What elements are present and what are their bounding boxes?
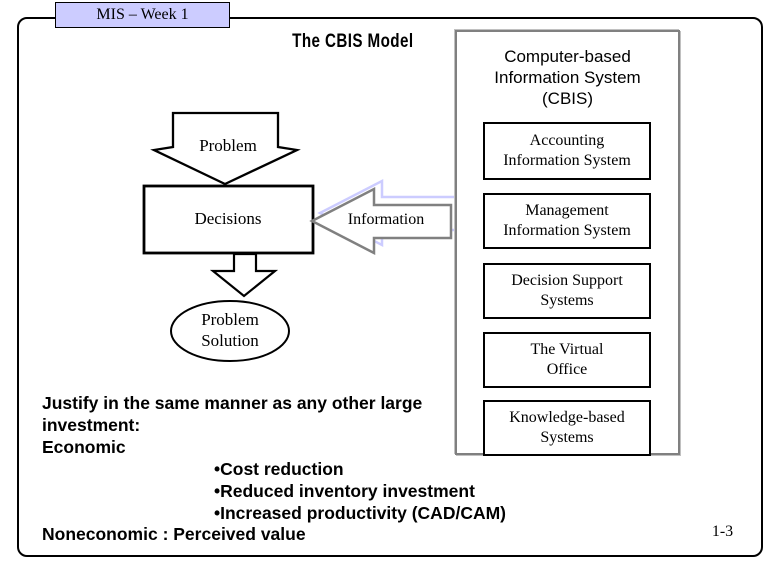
decisions-box-shape xyxy=(142,184,315,255)
page-title-text: The CBIS Model xyxy=(292,31,414,52)
system-box-accounting: Accounting Information System xyxy=(483,122,651,180)
note-bullet-line: •Increased productivity (CAD/CAM) xyxy=(214,502,506,523)
system-box-virtual-office: The Virtual Office xyxy=(483,332,651,388)
system-box-decision-support: Decision Support Systems xyxy=(483,263,651,319)
cbis-panel-heading: Computer-based Information System (CBIS) xyxy=(494,47,641,108)
information-arrow-shape xyxy=(309,186,453,256)
problem-label: Problem xyxy=(199,136,257,155)
problem-solution-label: Problem Solution xyxy=(201,310,259,350)
decisions-label: Decisions xyxy=(194,209,262,228)
cbis-panel: Computer-based Information System (CBIS)… xyxy=(455,30,680,456)
justification-notes: Justify in the same manner as any other … xyxy=(42,393,506,546)
problem-arrow-shape xyxy=(150,111,301,186)
slide-border xyxy=(17,17,763,557)
note-line: Justify in the same manner as any other … xyxy=(42,393,423,413)
note-line: Noneconomic : Perceived value xyxy=(42,524,306,545)
note-line: Economic xyxy=(42,436,126,457)
page-title: The CBIS Model xyxy=(253,31,453,53)
system-box-management: Management Information System xyxy=(483,193,651,249)
slide-header-label: MIS – Week 1 xyxy=(96,6,189,23)
note-line: investment: xyxy=(42,414,141,435)
system-box-knowledge-based: Knowledge-based Systems xyxy=(483,400,651,456)
note-bullet-line: •Reduced inventory investment xyxy=(214,480,475,501)
problem-solution-ellipse xyxy=(170,300,290,362)
note-bullet-line: •Cost reduction xyxy=(214,458,344,479)
information-label: Information xyxy=(347,211,425,228)
slide-header-tab: MIS – Week 1 xyxy=(55,2,230,28)
page-number: 1-3 xyxy=(711,523,734,540)
flow-connector-arrow xyxy=(209,252,279,298)
